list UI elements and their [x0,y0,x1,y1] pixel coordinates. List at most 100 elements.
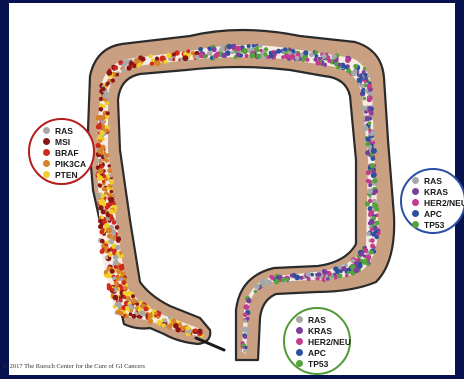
mutation-dot [285,277,289,281]
mutation-dot [151,58,155,62]
ras-color-dot [43,127,50,134]
legend-item: BRAF [43,147,86,158]
mutation-dot [178,323,181,326]
mutation-dot [134,61,137,64]
mutation-dot [121,63,126,68]
rectal-mutation-legend: RAS KRAS HER2/NEU APC TP53 [283,307,351,375]
mutation-dot [96,143,101,148]
mutation-dot [362,70,366,74]
mutation-dot [148,313,153,318]
legend-item: TP53 [296,358,351,369]
mutation-dot [341,266,346,271]
mutation-dot [199,53,205,59]
mutation-dot [274,279,279,284]
mutation-dot [172,53,176,57]
legend-label: RAS [55,126,73,136]
legend-label: TP53 [424,220,444,230]
mutation-dot [227,44,231,48]
mutation-dot [367,188,373,194]
mutation-dot [351,259,355,263]
mutation-dot [314,51,318,55]
mutation-dot [99,161,102,164]
mutation-dot [284,54,290,60]
mutation-dot [100,115,105,120]
mutation-dot [254,284,260,290]
mutation-dot [118,265,122,269]
legend-label: APC [308,348,326,358]
mutation-dot [208,47,212,51]
mutation-dot [374,229,378,233]
mutation-dot [242,48,248,54]
legend-item: HER2/NEU [296,336,351,347]
mutation-dot [109,179,114,184]
mutation-dot [236,52,241,57]
mutation-dot [121,68,125,72]
mutation-dot [123,286,127,290]
legend-item: PTEN [43,169,86,180]
mutation-dot [105,153,110,158]
mutation-dot [198,47,203,52]
mutation-dot [371,156,376,161]
mutation-dot [371,224,374,227]
mutation-dot [101,87,105,91]
mutation-dot [335,58,339,62]
legend-label: PTEN [55,170,78,180]
mutation-dot [107,233,113,239]
braf-color-dot [43,149,50,156]
mutation-dot [244,327,250,333]
mutation-dot [171,322,174,325]
mutation-dot [295,56,300,61]
mutation-dot [337,273,342,278]
mutation-dot [139,62,143,66]
mutation-dot [243,319,247,323]
mutation-dot [370,107,374,111]
mutation-dot [103,98,107,102]
mutation-dot [357,83,360,86]
mutation-dot [367,83,372,88]
mutation-dot [111,288,115,292]
mutation-dot [369,250,374,255]
mutation-dot [102,228,105,231]
mutation-dot [148,318,154,324]
mutation-dot [207,50,212,55]
mutation-dot [119,298,123,302]
mutation-dot [370,238,375,243]
mutation-dot [96,194,101,199]
mutation-dot [191,51,195,55]
mutation-dot [338,269,341,272]
mutation-dot [112,276,116,280]
mutation-dot [363,97,367,101]
mutation-dot [252,44,256,48]
mutation-dot [96,115,102,121]
tp53-color-dot [412,221,419,228]
mutation-dot [104,158,109,163]
mutation-dot [309,52,314,57]
mutation-dot [372,203,378,209]
mutation-dot [106,187,109,190]
mutation-dot [108,164,111,167]
mutation-dot [129,312,133,316]
mutation-dot [98,224,103,229]
mutation-dot [243,313,248,318]
legend-item: KRAS [296,325,351,336]
mutation-dot [289,54,295,60]
mutation-dot [366,170,371,175]
legend-label: HER2/NEU [308,337,351,347]
mutation-dot [107,228,113,234]
mutation-dot [112,295,118,301]
mutation-dot [321,54,326,59]
mutation-dot [104,223,109,228]
mutation-dot [364,80,367,83]
her2-neu-color-dot [296,338,303,345]
mutation-dot [100,239,105,244]
mutation-dot [157,320,163,326]
mutation-dot [302,55,306,59]
mutation-dot [99,103,103,107]
mutation-dot [294,275,300,281]
mutation-dot [105,256,108,259]
mutation-dot [157,316,160,319]
mutation-dot [283,47,287,51]
mutation-dot [371,169,376,174]
mutation-dot [143,306,148,311]
mutation-dot [250,47,254,51]
